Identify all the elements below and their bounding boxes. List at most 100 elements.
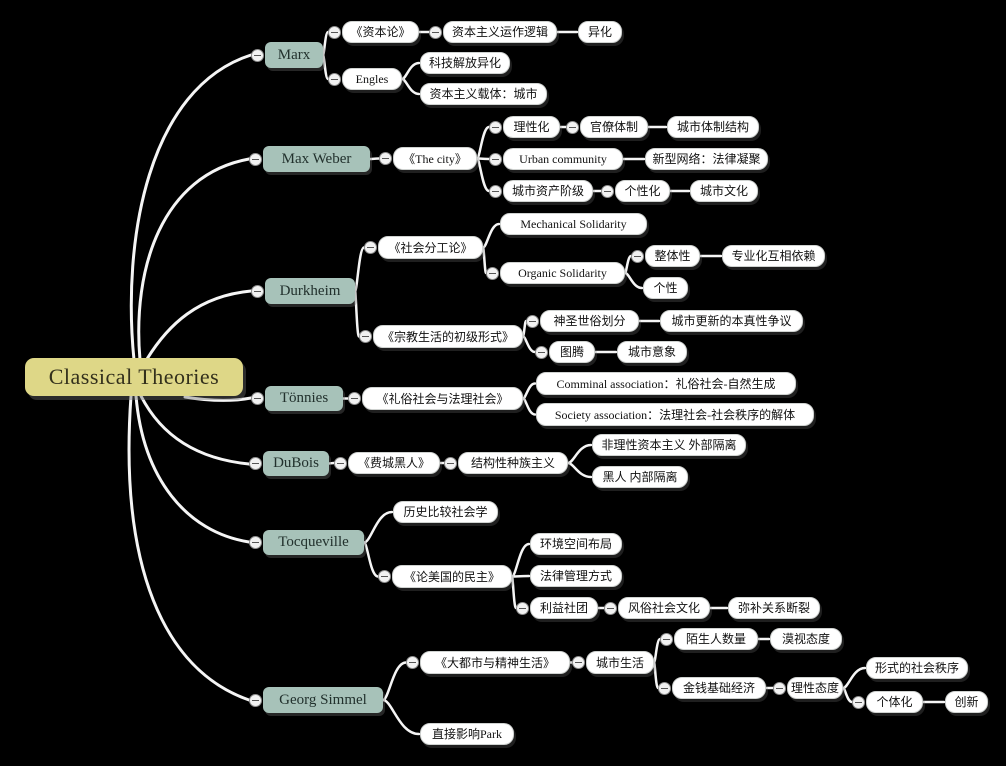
mindmap-node-zongjiao[interactable]: 《宗教生活的初级形式》 xyxy=(373,325,523,348)
mindmap-node-guanliao[interactable]: 官僚体制 xyxy=(580,116,648,138)
mindmap-node-liyi[interactable]: 利益社团 xyxy=(530,597,598,619)
collapse-toggle[interactable] xyxy=(251,284,264,298)
mindmap-node-marx[interactable]: Marx xyxy=(265,42,323,68)
mindmap-node-urban[interactable]: Urban community xyxy=(503,148,623,170)
minus-icon xyxy=(529,320,536,322)
root-topic[interactable]: Classical Theories xyxy=(25,358,243,396)
collapse-toggle[interactable] xyxy=(249,457,262,470)
collapse-toggle[interactable] xyxy=(773,681,786,695)
mindmap-node-park[interactable]: 直接影响Park xyxy=(420,723,514,745)
collapse-toggle[interactable] xyxy=(444,456,457,470)
collapse-toggle[interactable] xyxy=(378,570,391,583)
collapse-toggle[interactable] xyxy=(660,632,673,646)
mindmap-node-durkheim[interactable]: Durkheim xyxy=(265,278,355,304)
collapse-toggle[interactable] xyxy=(359,330,372,343)
mindmap-node-society[interactable]: Society association：法理社会-社会秩序的解体 xyxy=(536,403,814,426)
collapse-toggle[interactable] xyxy=(328,25,341,39)
collapse-toggle[interactable] xyxy=(486,266,499,280)
minus-icon xyxy=(254,398,261,399)
mindmap-node-shensheng[interactable]: 神圣世俗划分 xyxy=(540,310,639,332)
mindmap-node-gexing[interactable]: 个性 xyxy=(643,277,688,299)
mindmap-node-organic[interactable]: Organic Solidarity xyxy=(500,262,625,284)
mindmap-node-heiren[interactable]: 黑人 内部隔离 xyxy=(592,466,688,488)
mindmap-node-moshi[interactable]: 漠视态度 xyxy=(770,628,842,650)
mindmap-node-huanjing[interactable]: 环境空间布局 xyxy=(530,533,622,555)
collapse-toggle[interactable] xyxy=(535,345,548,359)
mindmap-node-fengong[interactable]: 《社会分工论》 xyxy=(378,236,483,259)
mindmap-node-gexinghua[interactable]: 个性化 xyxy=(615,180,670,202)
mindmap-node-gengxin[interactable]: 城市更新的本真性争议 xyxy=(660,310,803,332)
mindmap-node-lishi[interactable]: 历史比较社会学 xyxy=(393,501,498,523)
collapse-toggle[interactable] xyxy=(604,601,617,615)
collapse-toggle[interactable] xyxy=(658,681,671,695)
mindmap-node-xingshi[interactable]: 形式的社会秩序 xyxy=(866,657,968,679)
mindmap-node-geti[interactable]: 个体化 xyxy=(866,691,923,713)
mindmap-node-tuteng[interactable]: 图腾 xyxy=(549,341,595,363)
mindmap-node-dubois[interactable]: DuBois xyxy=(263,451,329,476)
collapse-toggle[interactable] xyxy=(334,456,347,470)
collapse-toggle[interactable] xyxy=(364,241,377,254)
mindmap-node-weber[interactable]: Max Weber xyxy=(263,146,370,172)
mindmap-node-yixiang[interactable]: 城市意象 xyxy=(617,341,687,363)
collapse-toggle[interactable] xyxy=(249,152,262,166)
mindmap-node-chengshi[interactable]: 城市生活 xyxy=(586,651,654,674)
mindmap-node-zhengtixing[interactable]: 整体性 xyxy=(645,245,700,267)
mindmap-node-tocqueville[interactable]: Tocqueville xyxy=(263,530,364,555)
mindmap-node-mechanical[interactable]: Mechanical Solidarity xyxy=(500,213,647,235)
minus-icon xyxy=(331,78,338,80)
mindmap-node-comminal[interactable]: Comminal association：礼俗社会-自然生成 xyxy=(536,372,796,395)
collapse-toggle[interactable] xyxy=(566,120,579,134)
mindmap-node-engles[interactable]: Engles xyxy=(342,68,402,90)
mindmap-node-keji[interactable]: 科技解放异化 xyxy=(420,52,510,74)
mindmap-node-mosheng[interactable]: 陌生人数量 xyxy=(674,628,758,650)
mindmap-node-zaiti[interactable]: 资本主义载体：城市 xyxy=(420,83,547,105)
collapse-toggle[interactable] xyxy=(348,392,361,405)
minus-icon xyxy=(492,126,499,128)
collapse-toggle[interactable] xyxy=(406,656,419,669)
mindmap-node-feilixing[interactable]: 非理性资本主义 外部隔离 xyxy=(592,434,746,456)
collapse-toggle[interactable] xyxy=(249,536,262,549)
collapse-toggle[interactable] xyxy=(631,249,644,263)
mindmap-node-lixinghua[interactable]: 理性化 xyxy=(503,116,560,138)
collapse-toggle[interactable] xyxy=(572,656,585,669)
branch-connector xyxy=(327,461,336,465)
collapse-toggle[interactable] xyxy=(489,152,502,166)
collapse-toggle[interactable] xyxy=(251,48,264,62)
collapse-toggle[interactable] xyxy=(429,25,442,39)
collapse-toggle[interactable] xyxy=(328,72,341,86)
mindmap-node-mibu[interactable]: 弥补关系断裂 xyxy=(728,597,820,619)
branch-connector xyxy=(566,443,593,465)
mindmap-node-lixingtaidu[interactable]: 理性态度 xyxy=(787,677,843,699)
mindmap-node-chuangxin[interactable]: 创新 xyxy=(945,691,988,713)
mindmap-node-zichan[interactable]: 城市资产阶级 xyxy=(503,180,593,202)
collapse-toggle[interactable] xyxy=(526,314,539,328)
mindmap-node-dadushi[interactable]: 《大都市与精神生活》 xyxy=(420,651,570,674)
collapse-toggle[interactable] xyxy=(601,184,614,198)
minus-icon xyxy=(569,126,576,128)
mindmap-node-jiegou[interactable]: 结构性种族主义 xyxy=(458,452,568,474)
collapse-toggle[interactable] xyxy=(852,695,865,709)
mindmap-node-yihua[interactable]: 异化 xyxy=(578,21,622,43)
collapse-toggle[interactable] xyxy=(489,184,502,198)
collapse-toggle[interactable] xyxy=(379,152,392,165)
mindmap-node-feicheng[interactable]: 《费城黑人》 xyxy=(348,452,440,474)
mindmap-node-yunzuo[interactable]: 资本主义运作逻辑 xyxy=(443,21,557,43)
mindmap-node-jinqian[interactable]: 金钱基础经济 xyxy=(672,677,766,699)
mindmap-node-falv[interactable]: 法律管理方式 xyxy=(530,565,622,587)
mindmap-node-zibenlun[interactable]: 《资本论》 xyxy=(342,21,419,43)
mindmap-node-minzhu[interactable]: 《论美国的民主》 xyxy=(392,565,512,588)
mindmap-node-zhuanye[interactable]: 专业化互相依赖 xyxy=(722,245,825,267)
mindmap-node-tizhi[interactable]: 城市体制结构 xyxy=(667,116,759,138)
collapse-toggle[interactable] xyxy=(251,392,264,405)
collapse-toggle[interactable] xyxy=(489,120,502,134)
mindmap-node-xinxing[interactable]: 新型网络：法律凝聚 xyxy=(645,148,768,170)
mindmap-node-simmel[interactable]: Georg Simmel xyxy=(263,687,383,713)
mindmap-node-fengsu[interactable]: 风俗社会文化 xyxy=(618,597,710,619)
mindmap-node-lisubook[interactable]: 《礼俗社会与法理社会》 xyxy=(362,387,523,410)
collapse-toggle[interactable] xyxy=(516,601,529,615)
mindmap-node-tonnies[interactable]: Tönnies xyxy=(265,386,343,411)
mindmap-node-thecity[interactable]: 《The city》 xyxy=(393,147,477,170)
mindmap-node-wenhua[interactable]: 城市文化 xyxy=(690,180,758,202)
collapse-toggle[interactable] xyxy=(249,693,262,707)
